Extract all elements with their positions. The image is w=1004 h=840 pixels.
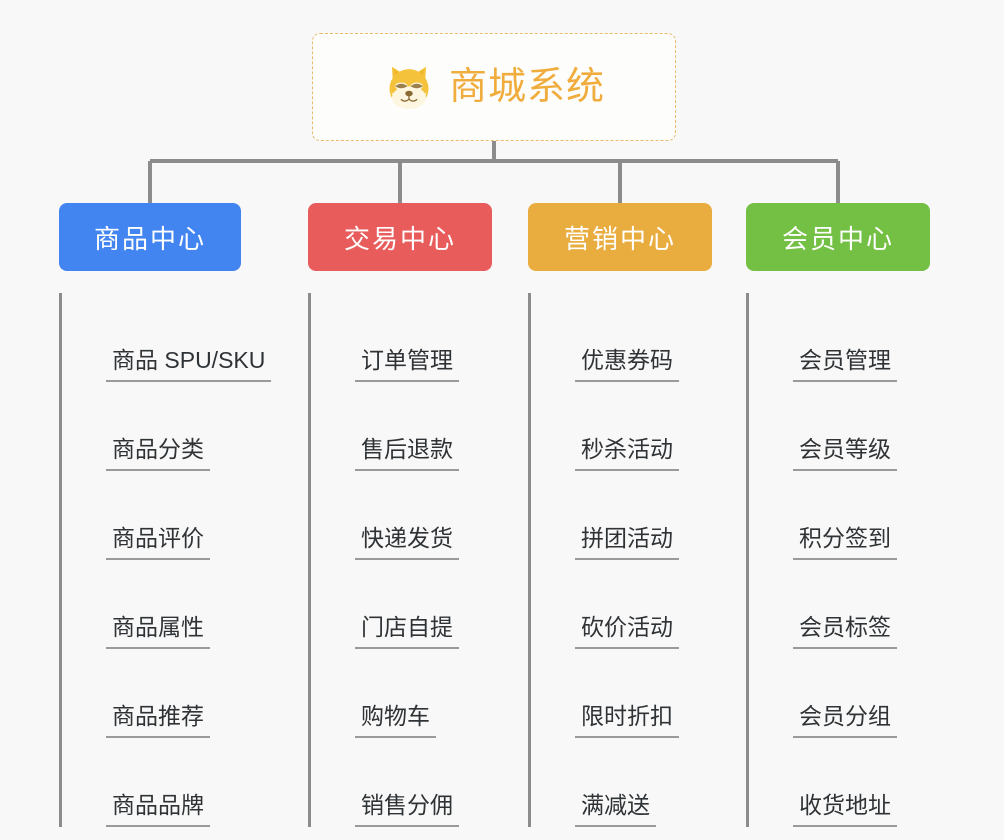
leaf-item[interactable]: 拼团活动 <box>545 471 712 560</box>
leaf-item[interactable]: 收货地址 <box>763 738 930 827</box>
category-header-label: 会员中心 <box>781 223 894 254</box>
leaf-item-label: 商品评价 <box>106 525 210 560</box>
leaf-item[interactable]: 限时折扣 <box>545 649 712 738</box>
leaf-item[interactable]: 会员等级 <box>763 382 930 471</box>
leaf-list: 商品 SPU/SKU 商品分类 商品评价 商品属性 商品推荐 商品品牌 <box>59 293 272 827</box>
leaf-item[interactable]: 会员管理 <box>763 293 930 382</box>
root-node[interactable]: 商城系统 <box>312 33 676 141</box>
column-member-center: 会员中心 会员管理 会员等级 积分签到 会员标签 会员分组 收货地址 <box>746 203 930 827</box>
leaf-item-label: 订单管理 <box>355 347 459 382</box>
leaf-item-label: 拼团活动 <box>575 525 679 560</box>
leaf-item[interactable]: 砍价活动 <box>545 560 712 649</box>
leaf-item-label: 销售分佣 <box>355 792 459 827</box>
leaf-item[interactable]: 快递发货 <box>325 471 492 560</box>
leaf-item-label: 优惠券码 <box>575 347 679 382</box>
leaf-list: 优惠券码 秒杀活动 拼团活动 砍价活动 限时折扣 满减送 <box>528 293 712 827</box>
leaf-item[interactable]: 积分签到 <box>763 471 930 560</box>
leaf-item-label: 会员等级 <box>793 436 897 471</box>
column-trade-center: 交易中心 订单管理 售后退款 快递发货 门店自提 购物车 销售分佣 <box>308 203 492 827</box>
leaf-item-label: 商品属性 <box>106 614 210 649</box>
category-header-product-center[interactable]: 商品中心 <box>59 203 241 271</box>
leaf-item[interactable]: 销售分佣 <box>325 738 492 827</box>
leaf-item-label: 门店自提 <box>355 614 459 649</box>
category-header-marketing-center[interactable]: 营销中心 <box>528 203 712 271</box>
leaf-item[interactable]: 满减送 <box>545 738 712 827</box>
leaf-item-label: 满减送 <box>575 792 656 827</box>
leaf-item[interactable]: 商品分类 <box>76 382 241 471</box>
leaf-item-label: 商品分类 <box>106 436 210 471</box>
leaf-item-label: 购物车 <box>355 703 436 738</box>
root-title: 商城系统 <box>448 66 605 108</box>
leaf-item-label: 会员管理 <box>793 347 897 382</box>
leaf-item[interactable]: 会员分组 <box>763 649 930 738</box>
leaf-item-label: 商品推荐 <box>106 703 210 738</box>
leaf-item[interactable]: 秒杀活动 <box>545 382 712 471</box>
leaf-item-label: 秒杀活动 <box>575 436 679 471</box>
leaf-item[interactable]: 商品品牌 <box>76 738 241 827</box>
leaf-item-label: 商品品牌 <box>106 792 210 827</box>
leaf-item-label: 收货地址 <box>793 792 897 827</box>
leaf-item[interactable]: 门店自提 <box>325 560 492 649</box>
leaf-item-label: 会员标签 <box>793 614 897 649</box>
leaf-item-label: 商品 SPU/SKU <box>106 347 272 382</box>
column-product-center: 商品中心 商品 SPU/SKU 商品分类 商品评价 商品属性 商品推荐 商品品牌 <box>59 203 272 827</box>
leaf-item[interactable]: 商品 SPU/SKU <box>76 293 272 382</box>
leaf-item[interactable]: 售后退款 <box>325 382 492 471</box>
leaf-list: 会员管理 会员等级 积分签到 会员标签 会员分组 收货地址 <box>746 293 930 827</box>
leaf-item-label: 快递发货 <box>355 525 459 560</box>
leaf-item[interactable]: 订单管理 <box>325 293 492 382</box>
leaf-item[interactable]: 商品推荐 <box>76 649 241 738</box>
leaf-item-label: 积分签到 <box>793 525 897 560</box>
leaf-item[interactable]: 会员标签 <box>763 560 930 649</box>
category-header-trade-center[interactable]: 交易中心 <box>308 203 492 271</box>
category-header-label: 交易中心 <box>343 223 456 254</box>
leaf-item-label: 会员分组 <box>793 703 897 738</box>
leaf-item[interactable]: 商品属性 <box>76 560 241 649</box>
leaf-item[interactable]: 购物车 <box>325 649 492 738</box>
leaf-item-label: 限时折扣 <box>575 703 679 738</box>
category-header-label: 营销中心 <box>563 223 676 254</box>
column-marketing-center: 营销中心 优惠券码 秒杀活动 拼团活动 砍价活动 限时折扣 满减送 <box>528 203 712 827</box>
leaf-item-label: 砍价活动 <box>575 614 679 649</box>
leaf-list: 订单管理 售后退款 快递发货 门店自提 购物车 销售分佣 <box>308 293 492 827</box>
leaf-item-label: 售后退款 <box>355 436 459 471</box>
category-header-label: 商品中心 <box>93 223 206 254</box>
leaf-item[interactable]: 商品评价 <box>76 471 241 560</box>
shiba-dog-face-icon <box>389 66 429 110</box>
leaf-item[interactable]: 优惠券码 <box>545 293 712 382</box>
category-header-member-center[interactable]: 会员中心 <box>746 203 930 271</box>
